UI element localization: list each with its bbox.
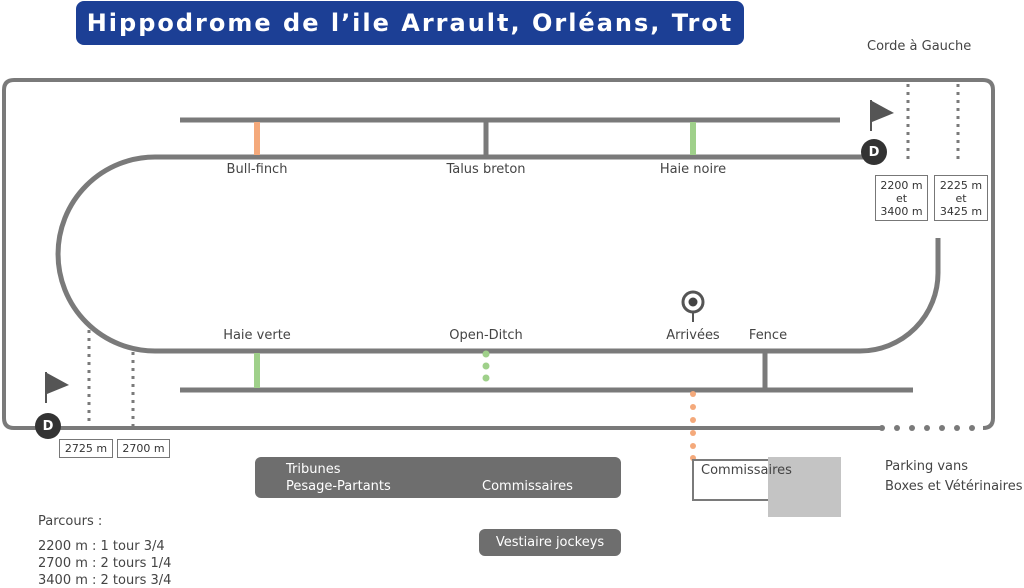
corde-label: Corde à Gauche: [867, 39, 972, 54]
outer-track: [2, 78, 995, 430]
start-marker: D: [35, 413, 61, 439]
boxes-label: Boxes et Vétérinaires: [885, 479, 1023, 494]
finish-pin-icon: [681, 290, 705, 322]
distance-line: et: [895, 192, 908, 205]
obstacle-open-ditch-label: Open-Ditch: [449, 328, 523, 343]
distance-box-2225: 2225 m et 3425 m: [934, 175, 988, 221]
tribunes-label: Tribunes: [286, 462, 341, 477]
inner-oval-track: [55, 154, 941, 354]
distance-line: et: [955, 192, 967, 205]
commissaires-building: [768, 457, 841, 517]
commissaires-dotted-link: [690, 391, 696, 461]
distance-line: 3425 m: [939, 205, 983, 218]
obstacle-bull-finch-label: Bull-finch: [226, 162, 288, 177]
distance-line: 2225 m: [939, 179, 983, 192]
obstacle-fence-label: Fence: [748, 328, 788, 343]
tribunes-block: Tribunes Pesage-Partants Commissaires: [255, 457, 621, 498]
arrivees-label: Arrivées: [666, 328, 720, 343]
obstacle-talus-breton-label: Talus breton: [446, 162, 526, 177]
distance-box-2725: 2725 m: [59, 439, 113, 458]
outer-track-dotted-end: [879, 425, 975, 431]
flag-icon: [45, 372, 69, 403]
parcours-heading: Parcours :: [38, 514, 103, 529]
obstacle-haie-noire-label: Haie noire: [659, 162, 727, 177]
parcours-item: 2700 m : 2 tours 1/4: [38, 556, 172, 571]
vestiaire-block: Vestiaire jockeys: [479, 529, 621, 556]
parking-label: Parking vans: [885, 459, 969, 474]
parcours-item: 2200 m : 1 tour 3/4: [38, 539, 165, 554]
flag-icon: [870, 100, 894, 131]
obstacle-haie-verte-label: Haie verte: [223, 328, 291, 343]
parcours-item: 3400 m : 2 tours 3/4: [38, 573, 172, 588]
commissaires-outline: [692, 459, 768, 501]
commissaires-block-label: Commissaires: [482, 479, 573, 494]
pesage-label: Pesage-Partants: [286, 479, 391, 494]
start-marker: D: [861, 139, 887, 165]
commissaires-box-label: Commissaires: [701, 463, 792, 478]
open-ditch-connector: [482, 350, 490, 382]
distance-box-2700: 2700 m: [117, 439, 170, 458]
page-title: Hippodrome de l’ile Arrault, Orléans, Tr…: [76, 1, 744, 45]
distance-line: 2200 m: [880, 179, 923, 192]
distance-box-2200: 2200 m et 3400 m: [875, 175, 928, 221]
distance-line: 3400 m: [880, 205, 923, 218]
